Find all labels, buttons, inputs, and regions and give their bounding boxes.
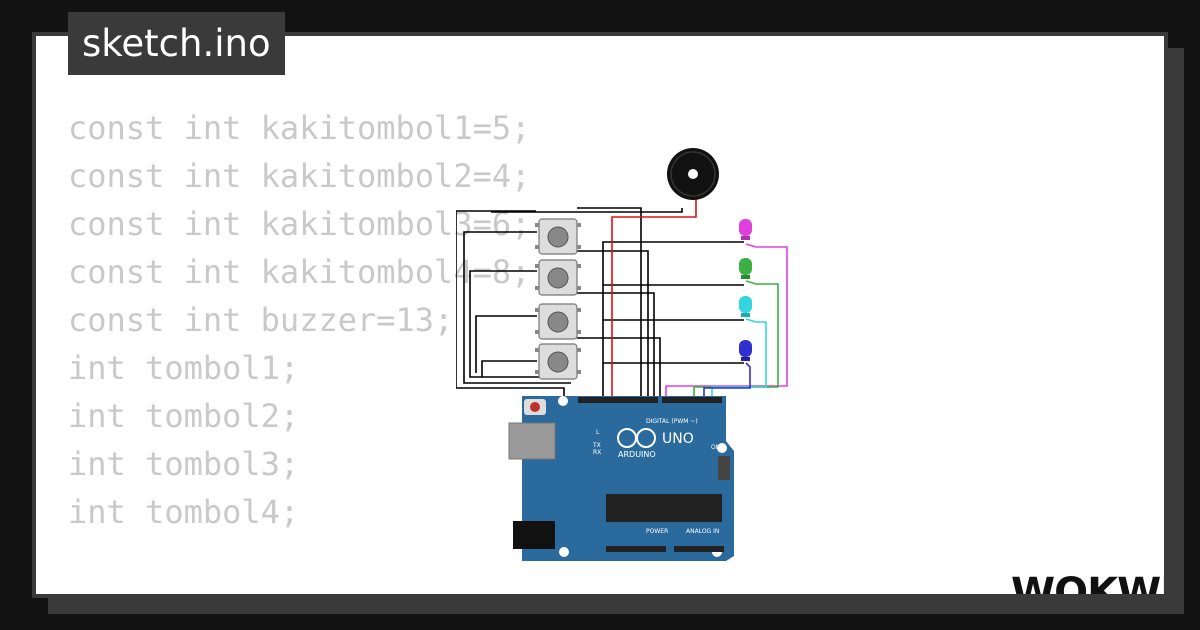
analog-pins-label: ANALOG IN	[686, 528, 719, 535]
led-icon[interactable]	[739, 296, 752, 317]
code-line: const int kakitombol2=4;	[68, 157, 531, 195]
led-icon[interactable]	[739, 219, 752, 240]
led-wires	[665, 243, 788, 401]
l-led-label: L	[596, 429, 600, 436]
led-icon[interactable]	[739, 258, 752, 279]
code-line: const int kakitombol4=8;	[68, 253, 531, 291]
black-wires	[456, 207, 744, 401]
pushbutton-icon[interactable]	[535, 343, 581, 380]
wokwi-logo-text: WOKWI	[1011, 570, 1168, 598]
red-wire	[611, 199, 697, 401]
buzzer-icon[interactable]	[667, 148, 719, 200]
tx-led-label: TX	[592, 442, 601, 449]
rx-led-label: RX	[593, 449, 601, 456]
code-line: const int buzzer=13;	[68, 301, 454, 339]
code-line: int tombol2;	[68, 397, 300, 435]
board-brand-label: ARDUINO	[618, 450, 656, 459]
code-line: int tombol1;	[68, 349, 300, 387]
pushbutton-icon[interactable]	[535, 303, 581, 340]
arduino-uno-icon[interactable]: UNO ARDUINO DIGITAL (PWM ~) ANALOG IN PO…	[508, 396, 734, 561]
power-pins-label: POWER	[646, 528, 668, 535]
on-led-label: ON	[711, 444, 720, 451]
wokwi-logo-icon[interactable]: WOKWI	[1011, 566, 1168, 598]
code-line: const int kakitombol1=5;	[68, 109, 531, 147]
board-model-label: UNO	[662, 431, 694, 447]
code-line: int tombol4;	[68, 493, 300, 531]
code-line: int tombol3;	[68, 445, 300, 483]
digital-pins-label: DIGITAL (PWM ~)	[646, 418, 698, 425]
circuit-diagram: UNO ARDUINO DIGITAL (PWM ~) ANALOG IN PO…	[456, 148, 788, 561]
project-card: const int kakitombol1=5; const int kakito…	[32, 32, 1168, 598]
pushbutton-icon[interactable]	[535, 259, 581, 296]
pushbutton-icon[interactable]	[535, 218, 581, 255]
code-line: void setup(){	[68, 584, 530, 594]
file-name-tab[interactable]: sketch.ino	[68, 12, 285, 75]
code-line: const int kakitombol3=6;	[68, 205, 531, 243]
led-icon[interactable]	[739, 340, 752, 361]
code-preview: const int kakitombol1=5; const int kakito…	[68, 104, 531, 594]
